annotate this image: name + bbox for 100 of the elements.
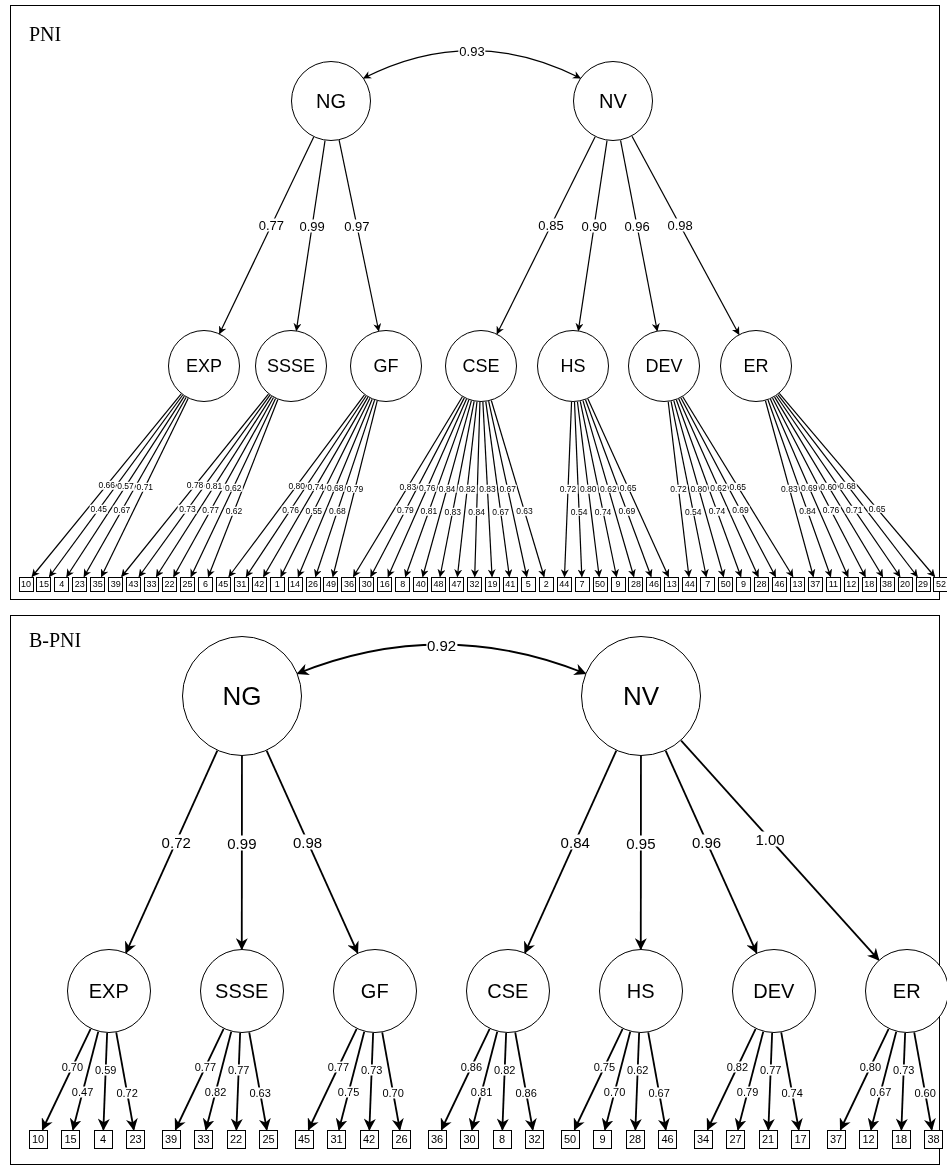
arrow [454,401,478,578]
item-box: 46 [771,576,787,592]
edge-label: 0.98 [666,218,694,232]
item-box: 49 [323,576,339,592]
edge-label: 0.77 [227,1064,251,1076]
arrow [404,399,470,578]
item-box: 23 [126,1129,145,1149]
item-box: 7 [700,576,716,592]
item-box: 34 [693,1129,713,1149]
arrow [100,397,189,578]
edge-label: 0.67 [868,1086,893,1098]
arrow [335,1030,366,1131]
edge-label: 0.77 [257,218,285,232]
item-box: 5 [520,576,536,592]
item-box: 22 [162,576,177,592]
factor-circle: HS [598,949,683,1033]
arrow [280,397,371,578]
arrow [582,400,636,578]
arrow [576,401,603,578]
edge-label: 0.81 [204,482,224,491]
edge-label: 0.72 [160,834,192,850]
edge-label: 0.59 [94,1064,118,1076]
arrow [673,400,726,578]
item-box: 13 [664,576,680,592]
item-box: 48 [431,576,447,592]
edge-label: 0.76 [281,505,300,514]
arrow [437,400,475,578]
edge-label: 0.84 [798,506,817,516]
edge-label: 0.84 [559,834,591,850]
item-box: 28 [628,576,644,592]
item-box: 37 [807,576,823,592]
arrow [202,1030,233,1131]
item-box: 50 [592,576,608,592]
arrow [670,400,709,578]
edge-label: 0.90 [580,219,608,233]
arrow [913,1031,936,1131]
arrow [207,398,279,578]
edge-label: 0.99 [298,219,326,233]
factor-circle: CSE [465,949,550,1033]
edge-label: 0.70 [602,1086,627,1098]
item-box: 8 [395,576,411,592]
factor-circle: HS [537,330,609,402]
factor-circle: SSSE [255,330,327,402]
edge-label: 0.79 [396,506,415,515]
edge-label: 0.77 [193,1061,218,1073]
item-box: 13 [789,576,805,592]
item-box: 22 [226,1129,246,1149]
edge-label: 0.73 [178,505,197,514]
item-box: 2 [538,576,554,592]
factor-circle: EXP [168,330,240,402]
arrow [482,401,496,578]
edge-label: 0.82 [493,1064,517,1076]
arrow [330,400,378,578]
edge-label: 0.81 [419,506,439,516]
arrow [468,1030,499,1131]
edge-label: 0.86 [514,1087,538,1099]
arrow [314,399,376,578]
item-box: 42 [359,1129,379,1149]
arrow [248,1031,271,1131]
edge-label: 0.54 [683,507,703,516]
edge-label: 0.62 [709,483,728,492]
item-box: 36 [427,1129,447,1149]
edge-label: 0.93 [458,44,486,58]
arrow [675,399,743,578]
item-box: 6 [197,576,213,592]
arrow [297,398,373,578]
edge-label: 0.62 [626,1064,650,1076]
arrow [575,139,608,332]
item-box: 40 [413,576,429,592]
edge-label: 0.77 [326,1061,351,1073]
item-box: 9 [610,576,626,592]
edge-label: 0.55 [304,506,324,515]
item-box: 26 [305,576,321,592]
arrow [560,401,573,578]
edge-label: 0.79 [735,1086,760,1098]
factor-circle: CSE [445,330,517,402]
item-box: 32 [525,1129,544,1149]
edge-label: 0.98 [291,834,324,850]
arrow [265,749,359,954]
item-box: 31 [327,1129,346,1149]
item-box: 52 [933,576,947,592]
arrow [867,1030,898,1131]
arrow [420,400,472,578]
item-box: 26 [392,1129,411,1149]
edge-label: 0.70 [60,1061,85,1073]
arrow [619,139,660,332]
edge-label: 0.72 [115,1087,139,1099]
edge-label: 0.57 [116,482,135,491]
item-box: 30 [359,576,375,592]
edge-label: 0.65 [867,504,887,513]
arrow [115,1031,138,1131]
item-box: 10 [28,1129,48,1149]
item-box: 28 [625,1129,645,1149]
item-box: 45 [294,1129,314,1149]
item-box: 23 [72,576,88,592]
arrow [83,396,187,578]
item-box: 43 [126,576,142,592]
edge-label: 0.63 [515,507,534,516]
edge-label: 0.84 [467,507,486,517]
arrow [440,1028,491,1131]
